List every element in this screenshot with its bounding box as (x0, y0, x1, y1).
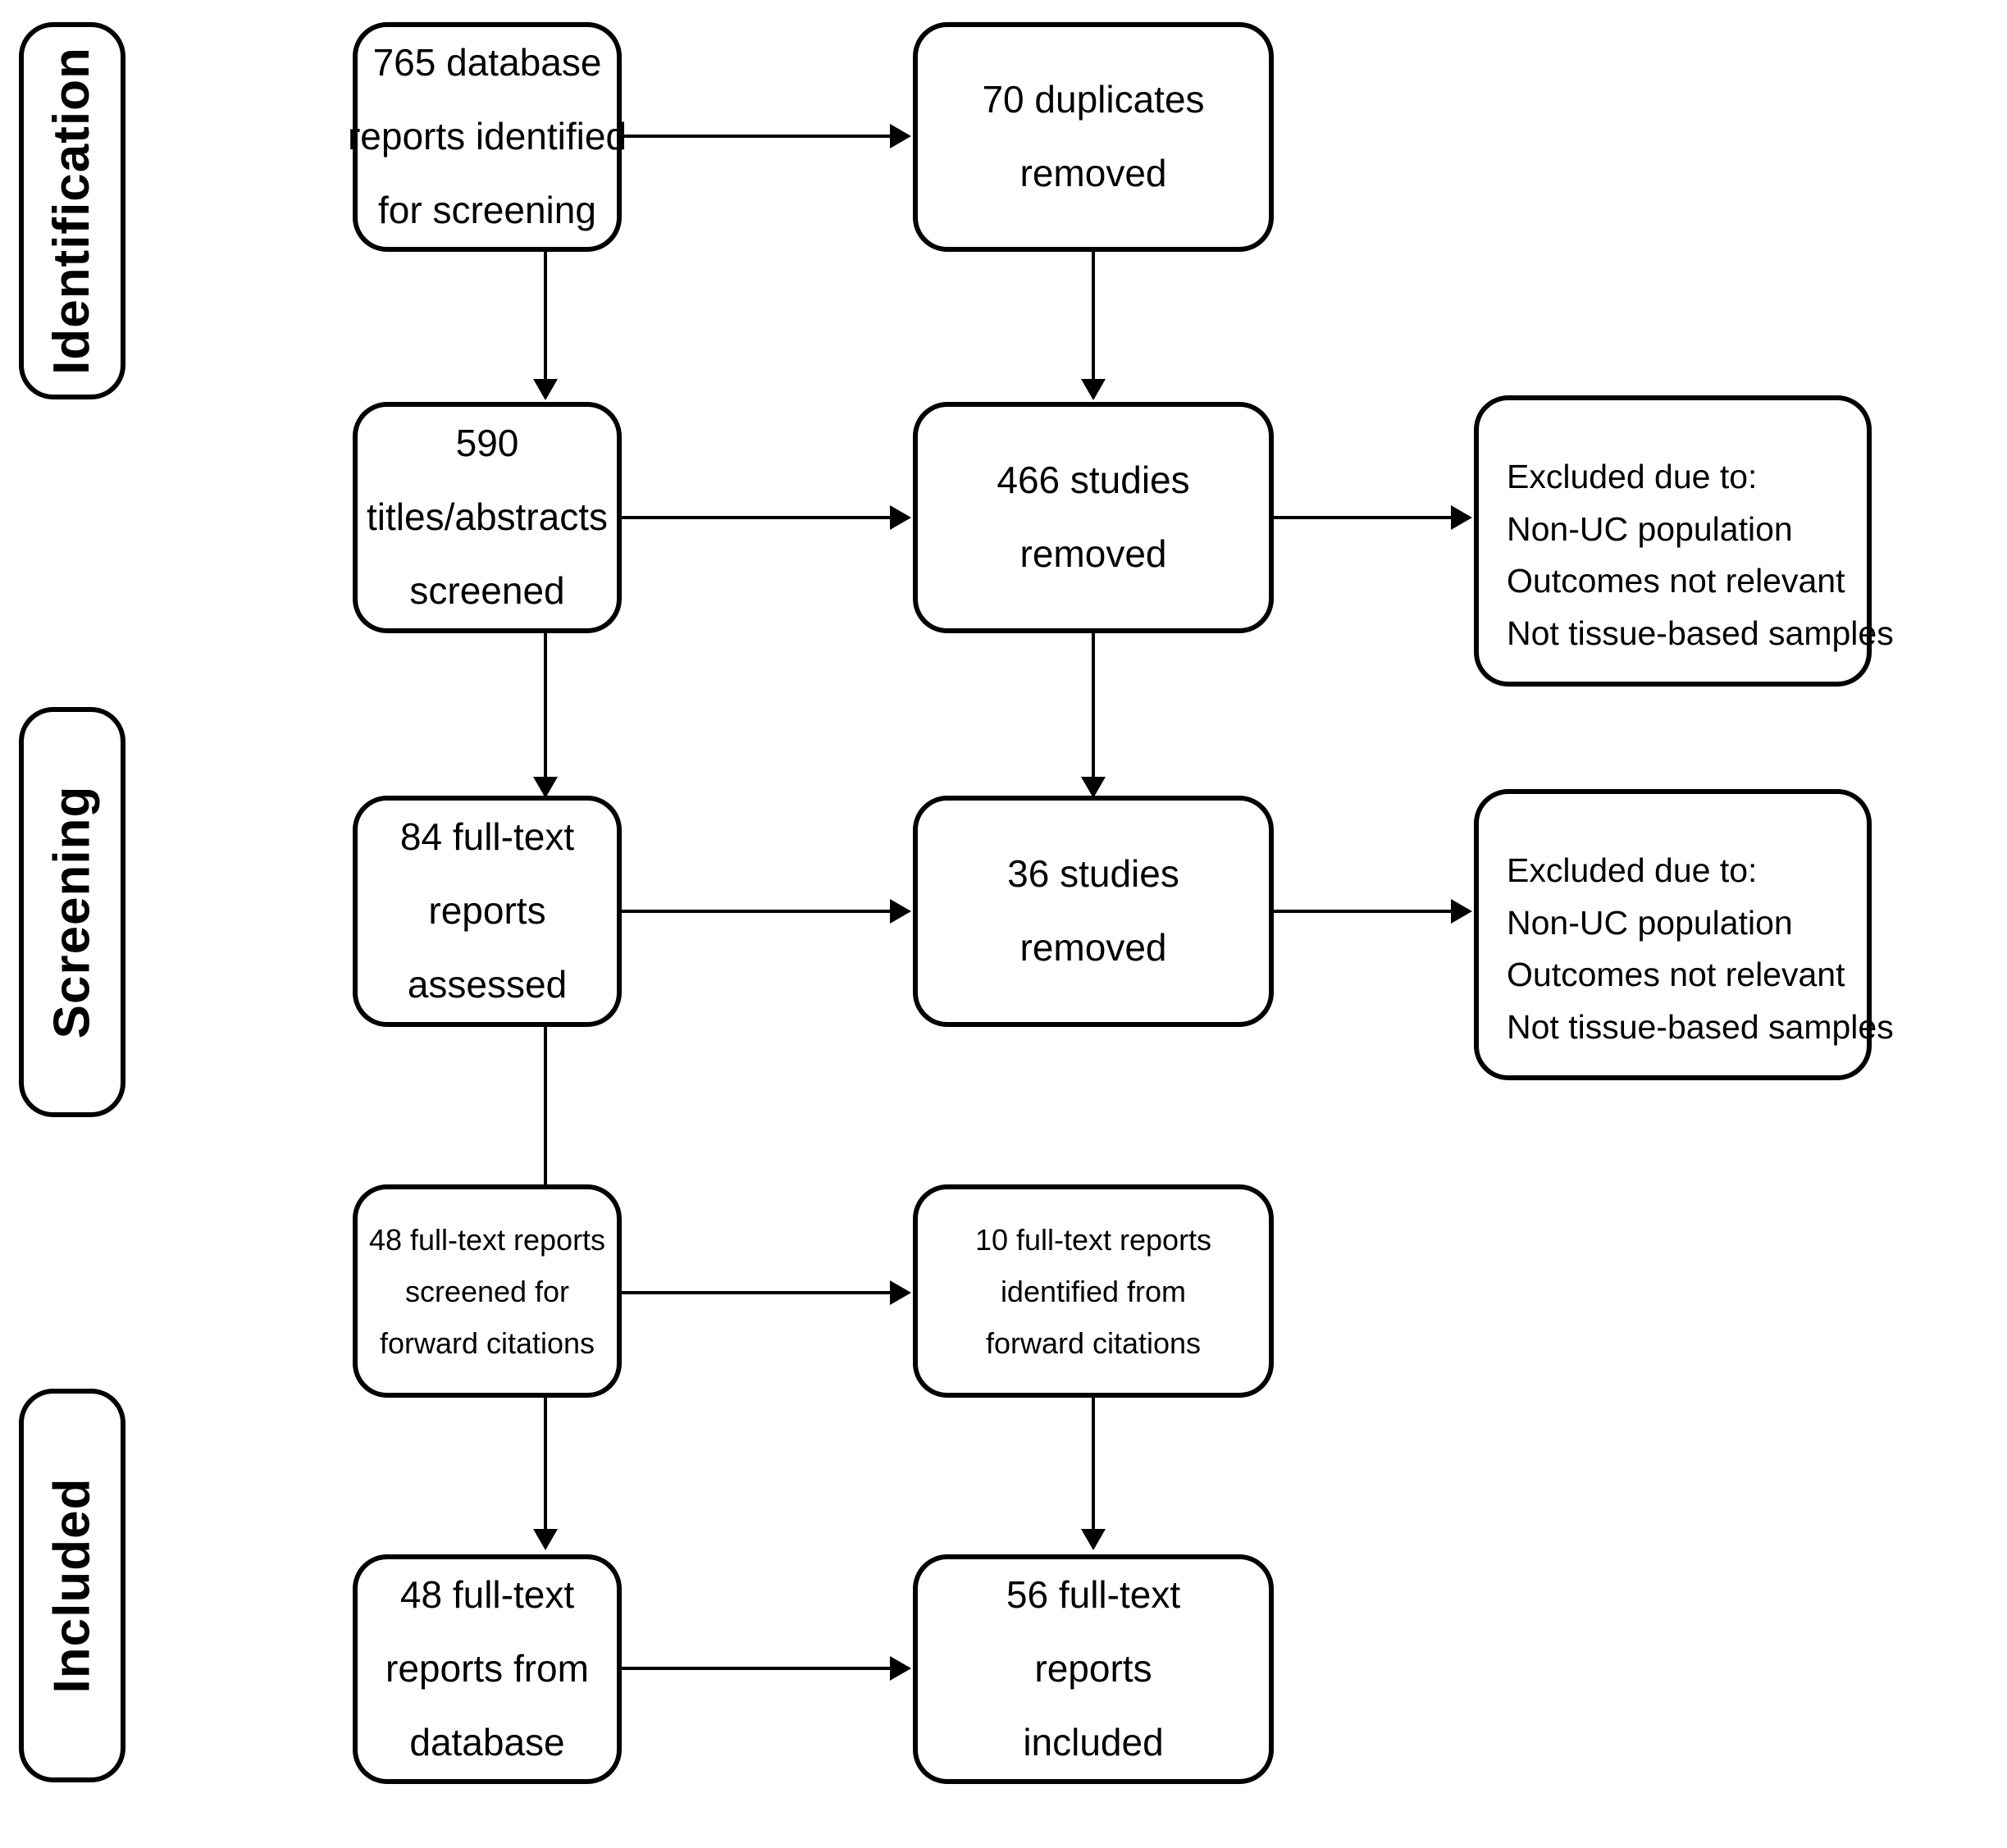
connector-titles-to-466 (622, 516, 890, 519)
arrowhead-forwardscreen-to-forwardfound (890, 1280, 911, 1305)
arrowhead-466-to-36 (1081, 777, 1106, 798)
box-forward-citation-found-line-2: identified from (1000, 1274, 1187, 1308)
connector-466-to-36 (1092, 633, 1095, 777)
box-titles-abstracts-screened-line-1: 590 (455, 422, 519, 465)
box-excluded-reasons-2-line-2: Non-UC population (1507, 903, 1793, 942)
connector-db-to-titles (544, 252, 547, 379)
box-reports-from-database-line-2: reports from (385, 1647, 589, 1691)
arrowhead-titles-to-fulltext (533, 777, 558, 798)
connector-db-to-duplicates (622, 135, 890, 138)
connector-titles-to-fulltext (544, 633, 547, 777)
connector-database-to-included (622, 1667, 890, 1670)
stage-label-screening-text: Screening (43, 785, 100, 1039)
arrowhead-forwardfound-to-included (1081, 1529, 1106, 1550)
box-reports-from-database: 48 full-text reports from database (353, 1554, 622, 1784)
box-excluded-reasons-1-line-1: Excluded due to: (1507, 458, 1758, 495)
arrowhead-database-to-included (890, 1656, 911, 1681)
stage-label-identification: Identification (19, 22, 125, 399)
arrowhead-forwardscreen-to-database (533, 1529, 558, 1550)
arrowhead-36-to-excluded2 (1451, 899, 1472, 924)
box-studies-removed-466-line-1: 466 studies (997, 459, 1190, 502)
box-excluded-reasons-1-line-3: Outcomes not relevant (1507, 562, 1845, 600)
box-duplicates-removed-line-1: 70 duplicates (982, 78, 1205, 121)
box-excluded-reasons-1: Excluded due to: Non-UC population Outco… (1474, 395, 1894, 687)
box-fulltext-assessed-line-3: assessed (407, 962, 568, 1006)
box-reports-included-line-1: 56 full-text (1006, 1573, 1181, 1617)
stage-label-screening: Screening (19, 707, 125, 1117)
box-forward-citation-found-line-1: 10 full-text reports (974, 1222, 1212, 1257)
box-studies-removed-36: 36 studies removed (913, 796, 1274, 1027)
box-excluded-reasons-2-line-1: Excluded due to: (1507, 851, 1758, 889)
box-studies-removed-466-line-2: removed (1019, 532, 1167, 575)
stage-label-included-text: Included (43, 1477, 100, 1694)
box-reports-included-line-2: reports (1034, 1647, 1152, 1691)
connector-36-to-excluded2 (1274, 910, 1451, 913)
box-studies-removed-36-line-2: removed (1019, 926, 1167, 969)
box-reports-from-database-line-3: database (409, 1720, 565, 1764)
arrowhead-fulltext-to-36 (890, 899, 911, 924)
box-forward-citation-screen-line-2: screened for (404, 1274, 570, 1308)
box-reports-included: 56 full-text reports included (913, 1554, 1274, 1784)
box-fulltext-assessed: 84 full-text reports assessed (353, 796, 622, 1027)
connector-forwardfound-to-included (1092, 1398, 1095, 1529)
box-excluded-reasons-2-line-3: Outcomes not relevant (1507, 956, 1845, 994)
box-titles-abstracts-screened-line-3: screened (409, 568, 565, 612)
connector-forwardscreen-to-forwardfound (622, 1291, 890, 1294)
box-studies-removed-466: 466 studies removed (913, 402, 1274, 633)
box-studies-removed-36-line-1: 36 studies (1007, 852, 1179, 896)
stage-label-identification-text: Identification (43, 47, 100, 375)
box-forward-citation-screen: 48 full-text reports screened for forwar… (353, 1184, 622, 1398)
box-excluded-reasons-1-line-2: Non-UC population (1507, 509, 1793, 548)
box-titles-abstracts-screened: 590 titles/abstracts screened (353, 402, 622, 633)
box-database-reports-line-1: 765 database (372, 41, 602, 84)
box-database-reports: 765 database reports identified for scre… (348, 22, 627, 252)
box-titles-abstracts-screened-line-2: titles/abstracts (367, 495, 608, 539)
box-duplicates-removed-line-2: removed (1019, 152, 1167, 194)
connector-466-to-excluded1 (1274, 516, 1451, 519)
box-forward-citation-screen-line-3: forward citations (379, 1326, 595, 1360)
arrowhead-466-to-excluded1 (1451, 505, 1472, 530)
box-forward-citation-screen-line-1: 48 full-text reports (368, 1222, 606, 1257)
arrowhead-db-to-titles (533, 379, 558, 400)
connector-duplicates-to-466 (1092, 252, 1095, 379)
box-reports-from-database-line-1: 48 full-text (399, 1573, 575, 1617)
box-forward-citation-found: 10 full-text reports identified from for… (913, 1184, 1274, 1398)
arrowhead-db-to-duplicates (890, 124, 911, 148)
box-fulltext-assessed-line-1: 84 full-text (399, 815, 575, 859)
arrowhead-duplicates-to-466 (1081, 379, 1106, 400)
box-excluded-reasons-2-line-4: Not tissue-based samples (1507, 1007, 1894, 1046)
box-excluded-reasons-2: Excluded due to: Non-UC population Outco… (1474, 789, 1894, 1080)
arrowhead-titles-to-466 (890, 505, 911, 530)
connector-fulltext-to-forwardscreen (544, 1027, 547, 1195)
box-fulltext-assessed-line-2: reports (428, 889, 546, 933)
box-excluded-reasons-1-line-4: Not tissue-based samples (1507, 614, 1894, 652)
box-forward-citation-found-line-3: forward citations (985, 1326, 1202, 1360)
box-duplicates-removed: 70 duplicates removed (913, 22, 1274, 252)
box-database-reports-line-2: reports identified (347, 115, 627, 158)
connector-forwardscreen-to-database (544, 1398, 547, 1529)
box-reports-included-line-3: included (1023, 1720, 1164, 1764)
stage-label-included: Included (19, 1389, 125, 1782)
box-database-reports-line-3: for screening (378, 188, 596, 231)
connector-fulltext-to-36 (622, 910, 890, 913)
